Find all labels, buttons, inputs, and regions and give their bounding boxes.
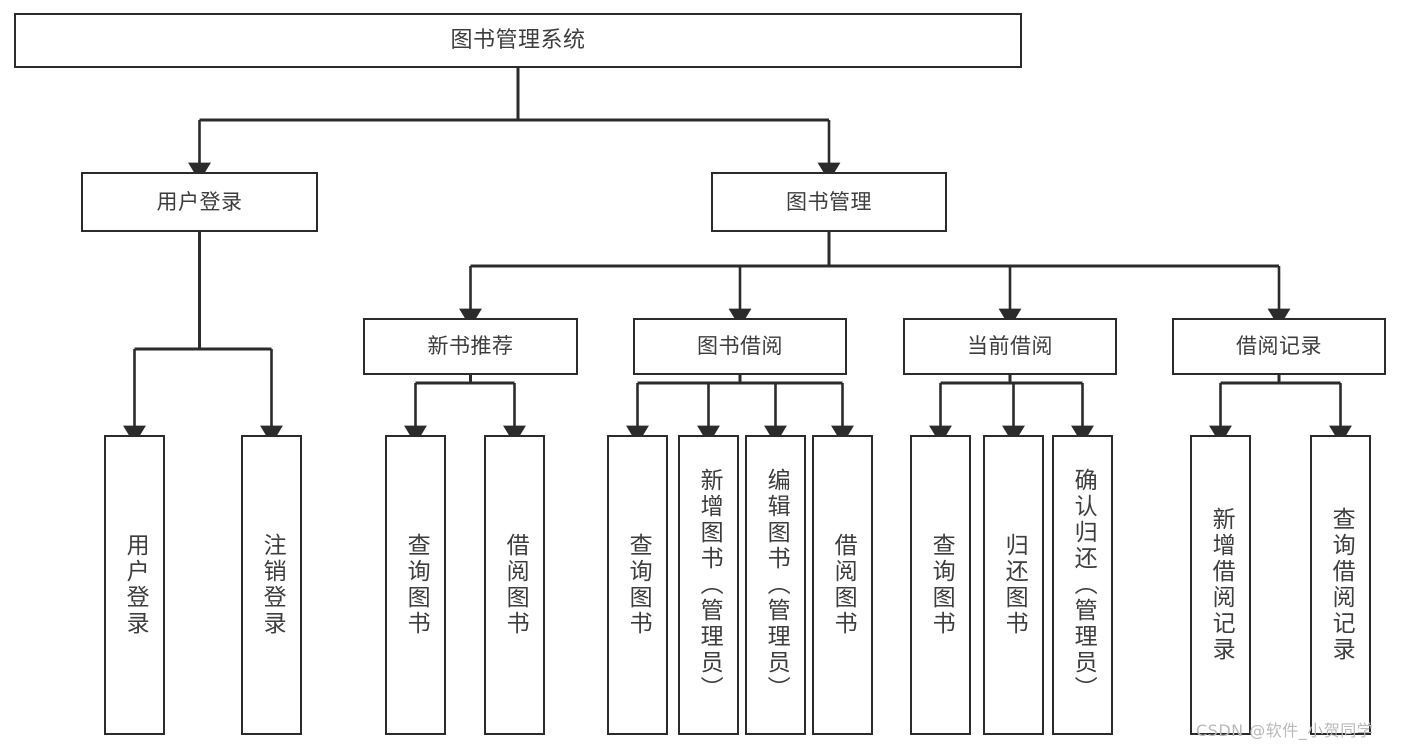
node-label-leaf-user-logout: 注销登录 (259, 533, 286, 637)
node-leaf-bor-add[interactable]: 新增图书（管理员） (678, 435, 739, 735)
node-label-leaf-rec-add: 新增借阅记录 (1208, 507, 1235, 663)
node-leaf-cur-return[interactable]: 归还图书 (983, 435, 1044, 735)
csdn-watermark: CSDN @软件_小贺同学 (1196, 721, 1374, 740)
node-leaf-cur-query[interactable]: 查询图书 (910, 435, 971, 735)
node-leaf-bor-query[interactable]: 查询图书 (607, 435, 668, 735)
node-borrow[interactable]: 图书借阅 (633, 318, 847, 375)
node-leaf-user-logout[interactable]: 注销登录 (241, 435, 302, 735)
node-login[interactable]: 用户登录 (81, 172, 318, 232)
node-leaf-bor-edit[interactable]: 编辑图书（管理员） (745, 435, 806, 735)
node-label-bookmgmt: 图书管理 (786, 189, 872, 214)
node-leaf-new-borrow[interactable]: 借阅图书 (484, 435, 545, 735)
node-newbook[interactable]: 新书推荐 (363, 318, 578, 375)
node-label-leaf-rec-query: 查询借阅记录 (1328, 507, 1355, 663)
node-leaf-cur-confirm[interactable]: 确认归还（管理员） (1052, 435, 1113, 735)
node-leaf-new-query[interactable]: 查询图书 (385, 435, 446, 735)
node-label-leaf-bor-borrow: 借阅图书 (830, 533, 857, 637)
node-bookmgmt[interactable]: 图书管理 (711, 172, 947, 232)
node-leaf-user-login[interactable]: 用户登录 (104, 435, 165, 735)
node-leaf-bor-borrow[interactable]: 借阅图书 (812, 435, 873, 735)
node-label-root: 图书管理系统 (450, 27, 586, 53)
edges (123, 68, 1352, 445)
node-label-newbook: 新书推荐 (427, 334, 514, 359)
node-label-leaf-bor-add: 新增图书（管理员） (696, 468, 723, 702)
node-label-leaf-bor-edit: 编辑图书（管理员） (763, 468, 790, 702)
node-label-current: 当前借阅 (967, 334, 1053, 359)
node-label-records: 借阅记录 (1236, 334, 1322, 359)
node-root[interactable]: 图书管理系统 (14, 13, 1022, 68)
node-label-leaf-bor-query: 查询图书 (625, 533, 652, 637)
node-label-leaf-new-query: 查询图书 (403, 533, 430, 637)
node-label-leaf-user-login: 用户登录 (122, 533, 149, 637)
node-label-borrow: 图书借阅 (697, 334, 783, 359)
node-current[interactable]: 当前借阅 (903, 318, 1117, 375)
node-label-leaf-cur-return: 归还图书 (1001, 533, 1028, 637)
node-label-leaf-new-borrow: 借阅图书 (502, 533, 529, 637)
node-leaf-rec-add[interactable]: 新增借阅记录 (1190, 435, 1251, 735)
node-leaf-rec-query[interactable]: 查询借阅记录 (1310, 435, 1371, 735)
node-records[interactable]: 借阅记录 (1172, 318, 1386, 375)
node-label-leaf-cur-query: 查询图书 (928, 533, 955, 637)
node-label-leaf-cur-confirm: 确认归还（管理员） (1070, 468, 1097, 702)
node-label-login: 用户登录 (156, 189, 243, 214)
